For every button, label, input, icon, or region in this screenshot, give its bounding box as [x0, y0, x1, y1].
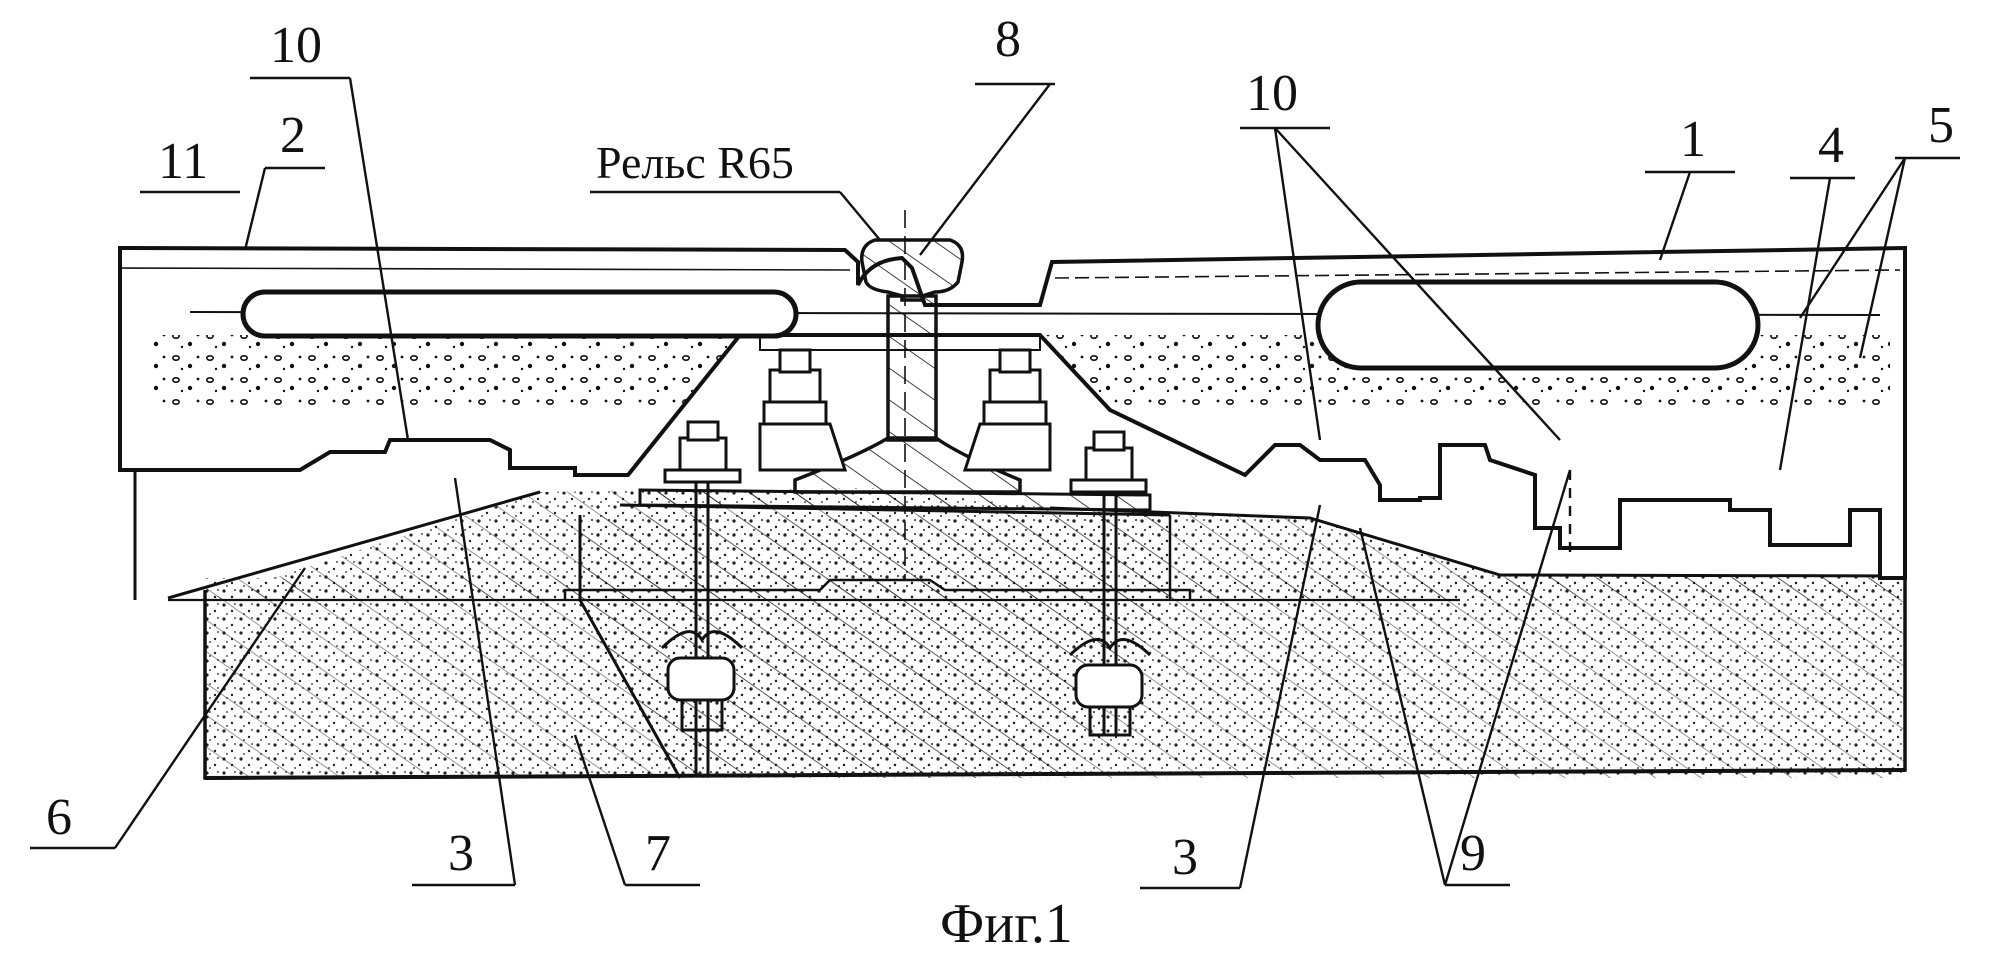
callout-8: 8 — [995, 11, 1021, 68]
callout-5: 5 — [1928, 97, 1954, 154]
callout-7: 7 — [645, 825, 671, 882]
figure-caption: Фиг.1 — [940, 893, 1073, 955]
leader-lines — [30, 76, 1960, 890]
sleeper-voids — [240, 279, 1761, 371]
callout-10-right: 10 — [1246, 65, 1298, 122]
callout-2: 2 — [280, 107, 306, 164]
callout-3-left: 3 — [448, 825, 474, 882]
rail-pedestal — [168, 515, 1460, 779]
callout-labels: 10 11 2 Рельс R65 8 10 1 4 5 6 3 7 3 9 Ф… — [46, 11, 1954, 955]
callout-9: 9 — [1460, 825, 1486, 882]
callout-1: 1 — [1680, 111, 1706, 168]
rail-fastenings — [619, 348, 1171, 517]
anchor-bolts — [660, 470, 1152, 775]
callout-4: 4 — [1818, 117, 1844, 174]
callout-6: 6 — [46, 789, 72, 846]
callout-11: 11 — [158, 133, 208, 190]
rail-label: Рельс R65 — [596, 137, 794, 188]
callout-10-left: 10 — [270, 17, 322, 74]
callout-3-right: 3 — [1172, 829, 1198, 886]
